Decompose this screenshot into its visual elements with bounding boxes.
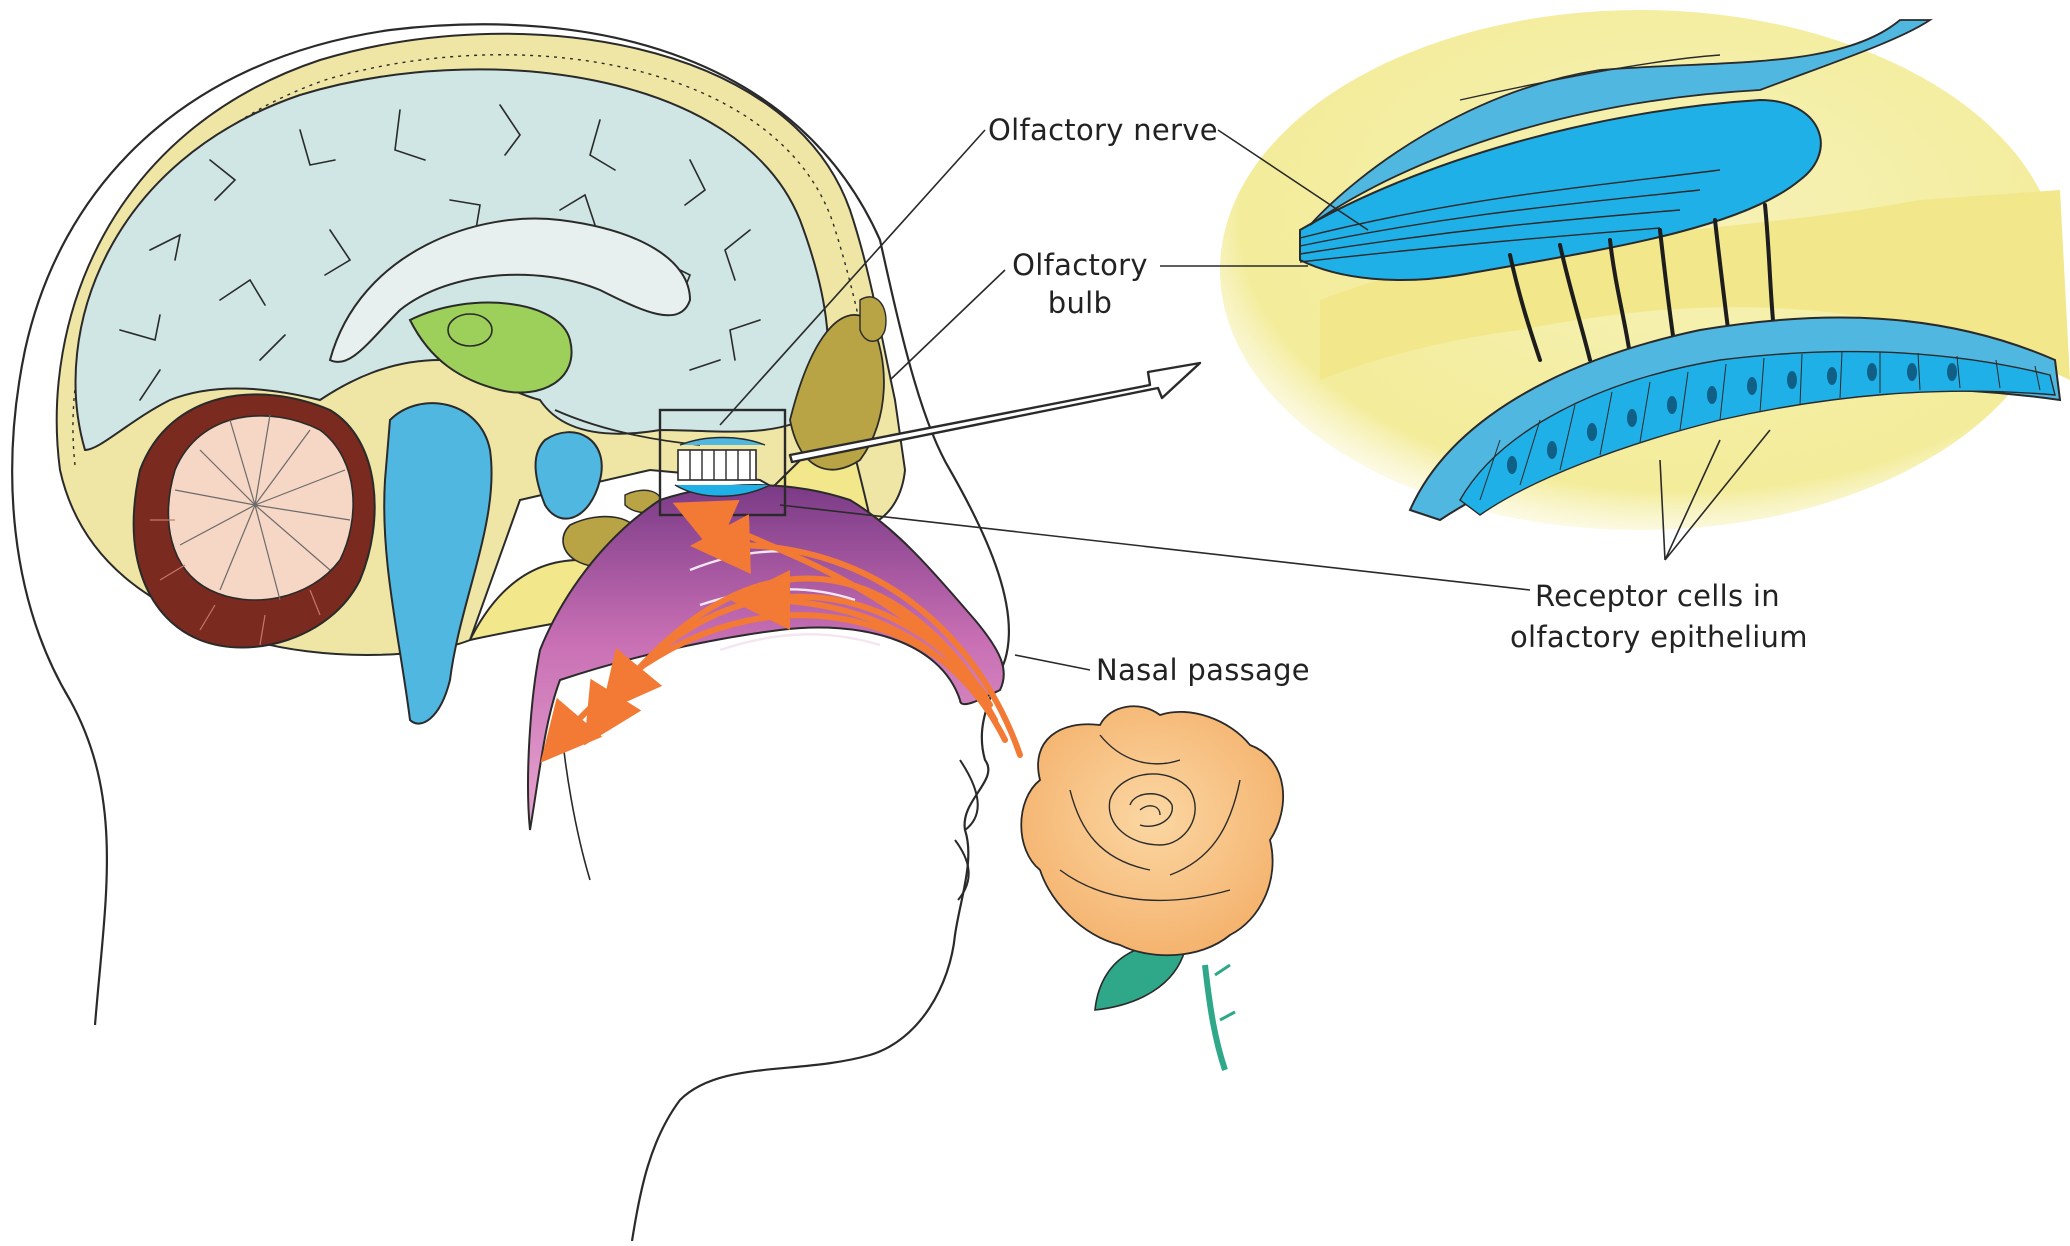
label-receptor-line2: olfactory epithelium [1510,617,1808,657]
label-receptor-line1: Receptor cells in [1535,576,1780,616]
label-nasal-passage: Nasal passage [1096,650,1310,690]
rose [1021,706,1283,1070]
inset-detail [1220,10,2070,530]
leader-nasal-passage [1015,655,1090,670]
leader-olfactory-bulb-left [890,270,1005,380]
label-olfactory-nerve: Olfactory nerve [988,110,1218,150]
label-olfactory-bulb-line1: Olfactory [1010,245,1150,285]
label-olfactory-bulb-line2: bulb [1010,283,1150,323]
cerebellum [134,394,375,647]
